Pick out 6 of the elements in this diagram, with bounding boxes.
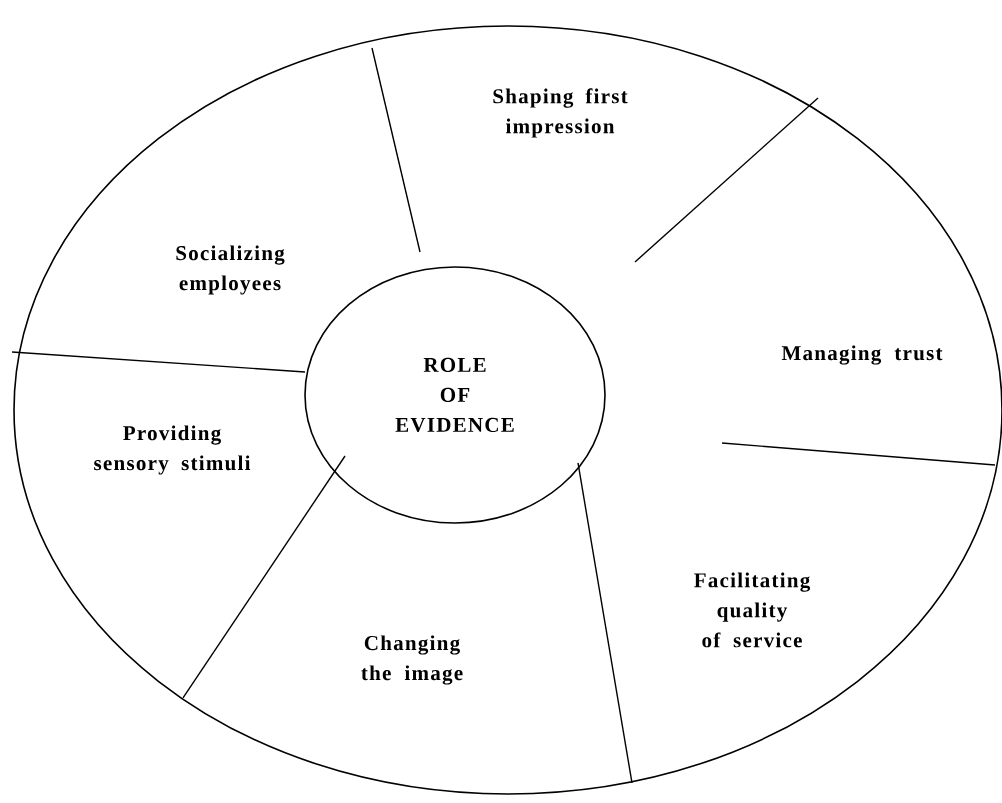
segment-label: Shaping first impression xyxy=(493,88,628,138)
segment-label: Facilitating quality of service xyxy=(694,572,811,648)
segment-label: Providing sensory stimuli xyxy=(94,425,251,475)
segment-label: Changing the image xyxy=(361,635,463,685)
segment-label: Managing trust xyxy=(781,345,943,365)
segment-label: Socializing employees xyxy=(176,245,285,295)
